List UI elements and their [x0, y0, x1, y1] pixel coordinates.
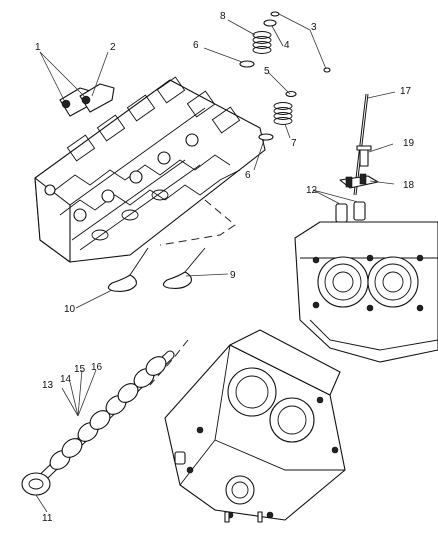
callout-7: 7	[291, 138, 297, 149]
callout-9: 9	[230, 270, 236, 281]
callout-15: 15	[74, 364, 86, 375]
valve-spring-assembly	[239, 11, 331, 141]
callout-2: 2	[110, 42, 116, 53]
hydraulic-lifters	[335, 201, 366, 223]
callout-19: 19	[403, 138, 415, 149]
camshaft	[21, 350, 175, 496]
leader-lines	[35, 13, 396, 513]
callout-6-bottom: 6	[245, 170, 251, 181]
rocker-arms	[59, 83, 115, 117]
callout-6-top: 6	[193, 40, 199, 51]
callout-14: 14	[60, 374, 72, 385]
valve-guide-line	[159, 199, 236, 246]
callout-1: 1	[35, 42, 41, 53]
callout-17: 17	[400, 86, 412, 97]
callout-12: 12	[306, 185, 318, 196]
engine-block	[164, 329, 346, 523]
callout-18: 18	[403, 180, 415, 191]
cylinder-head	[34, 76, 266, 263]
callout-11: 11	[42, 513, 53, 524]
lifter-bolt	[356, 145, 372, 167]
lifter-yoke	[339, 173, 379, 189]
callout-5: 5	[264, 66, 270, 77]
callout-8: 8	[220, 11, 226, 22]
callout-16: 16	[91, 362, 103, 373]
callout-13: 13	[42, 380, 54, 391]
callout-labels: 1 2 3 4 5 6 6 7 8 9 10 11 12 13 14 15 16…	[35, 11, 415, 524]
valves	[107, 247, 206, 292]
callout-10: 10	[64, 304, 76, 315]
engine-block-partial	[294, 221, 438, 363]
callout-3: 3	[311, 22, 317, 33]
callout-4: 4	[284, 40, 290, 51]
